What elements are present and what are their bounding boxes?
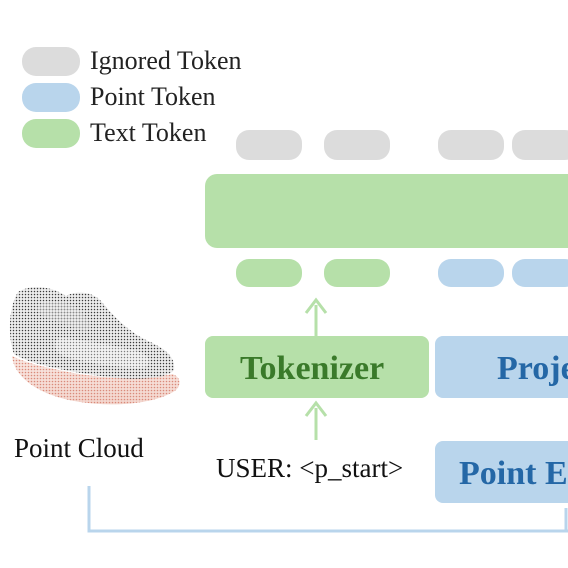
legend-swatch-ignored xyxy=(22,47,80,76)
projector-block xyxy=(435,336,568,398)
arrow-tokenizer-to-token xyxy=(304,297,328,338)
user-prompt: USER: <p_start> xyxy=(216,453,404,483)
tokenizer-block xyxy=(205,336,429,398)
point-cloud-label: Point Cloud xyxy=(14,433,144,463)
legend-label-point: Point Token xyxy=(90,82,216,111)
ignored-token-3 xyxy=(438,130,504,160)
ignored-token-4 xyxy=(512,130,568,160)
shoe-point-cloud-image xyxy=(9,287,180,405)
legend-swatch-text xyxy=(22,119,80,148)
projector-label: Proje xyxy=(497,350,568,387)
arrow-prompt-to-tokenizer xyxy=(304,400,328,440)
ignored-token-2 xyxy=(324,130,390,160)
point-token-1 xyxy=(438,259,504,287)
point-cloud-connector xyxy=(87,486,568,533)
tokenizer-label: Tokenizer xyxy=(240,350,385,387)
point-encoder-block xyxy=(435,441,568,503)
legend-swatch-point xyxy=(22,83,80,112)
legend-label-text: Text Token xyxy=(90,118,207,147)
text-token-1 xyxy=(236,259,302,287)
llm-block xyxy=(205,174,568,248)
point-encoder-label: Point E xyxy=(459,455,568,492)
legend-label-ignored: Ignored Token xyxy=(90,46,242,75)
ignored-token-1 xyxy=(236,130,302,160)
point-token-2 xyxy=(512,259,568,287)
text-token-2 xyxy=(324,259,390,287)
